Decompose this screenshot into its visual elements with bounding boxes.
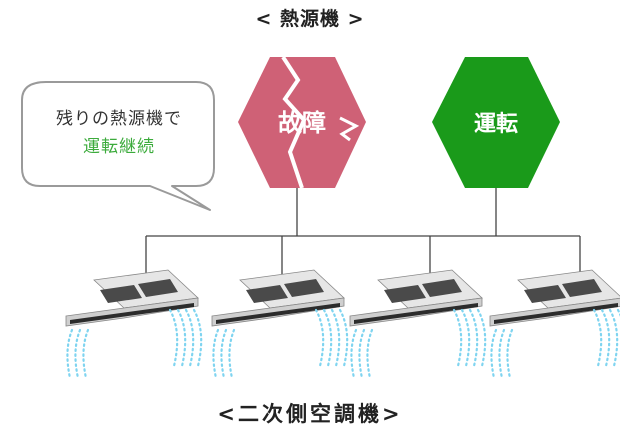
airflow	[490, 308, 620, 380]
speech-bubble	[21, 81, 215, 211]
faulty-label: 故障	[278, 109, 326, 137]
faulty-heat-source	[238, 55, 366, 189]
bubble-text-line1: 残りの熱源機で	[56, 109, 182, 129]
airflow	[66, 308, 203, 380]
running-label: 運転	[474, 111, 518, 137]
bubble-text-line2: 運転継続	[83, 137, 155, 157]
airflow	[350, 308, 487, 380]
indoor-unit-2	[211, 269, 349, 380]
heat-source-title: < 熱源機 >	[255, 8, 365, 30]
piping	[145, 186, 581, 280]
indoor-unit-4	[489, 269, 620, 380]
indoor-unit-1	[65, 269, 203, 380]
indoor-unit-3	[349, 269, 487, 380]
airflow	[212, 308, 349, 380]
secondary-units-title: <二次側空調機>	[217, 402, 403, 426]
running-heat-source	[432, 57, 560, 188]
crack-mark	[339, 116, 360, 142]
crack-line	[281, 55, 307, 189]
